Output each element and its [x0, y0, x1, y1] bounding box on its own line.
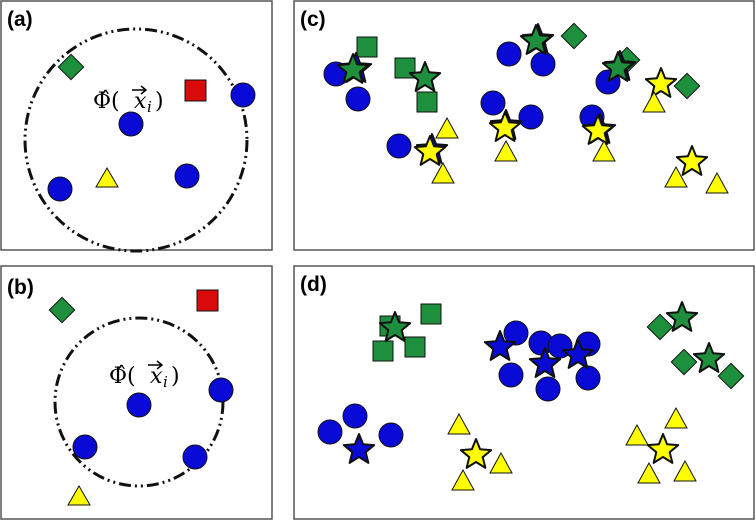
triangle-icon [451, 468, 475, 491]
star-icon [692, 342, 726, 373]
triangle-icon [67, 485, 91, 506]
circle-icon [480, 90, 506, 116]
circle-icon [182, 444, 208, 470]
star-icon [483, 330, 517, 361]
phi-operator-b: Φ̂( [109, 364, 136, 389]
circle-icon [126, 392, 152, 418]
panel-d-label: (d) [300, 273, 327, 296]
circle-icon [230, 82, 256, 108]
star-icon [601, 51, 635, 82]
star-icon [644, 67, 678, 98]
phi-vector-a: x [134, 89, 147, 114]
star-icon [488, 111, 522, 142]
star-icon [378, 311, 412, 342]
triangle-icon [435, 116, 459, 139]
vector-arrow-icon [148, 360, 164, 370]
shapes-c [323, 22, 729, 194]
triangle-icon [489, 451, 513, 474]
triangle-icon [494, 139, 518, 162]
circle-icon [535, 376, 561, 402]
panel-c: (c) [293, 0, 755, 251]
neighborhood-circle-a [23, 27, 249, 253]
circle-icon [518, 104, 544, 130]
circle-icon [345, 86, 371, 112]
triangle-icon [625, 423, 649, 446]
phi-label-b: Φ̂( x i ) [109, 360, 180, 391]
star-icon [408, 61, 442, 92]
panel-a: (a) Φ̂( x i ) [0, 0, 273, 253]
star-icon [528, 347, 562, 378]
circle-icon [498, 362, 524, 388]
circle-icon [118, 111, 144, 137]
diamond-icon [670, 348, 698, 376]
phi-subscript-a: i [147, 98, 152, 116]
circle-icon [575, 365, 601, 391]
circle-icon [496, 41, 522, 67]
square-icon [356, 36, 378, 58]
diamond-icon [717, 362, 745, 390]
square-icon [416, 91, 438, 113]
square-icon [404, 336, 426, 358]
diamond-icon [646, 313, 674, 341]
diamond-icon [673, 72, 701, 100]
circle-icon [47, 176, 73, 202]
vector-arrow-icon [132, 85, 148, 95]
star-icon [342, 433, 376, 464]
phi-subscript-b: i [163, 373, 168, 391]
triangle-icon [95, 167, 119, 188]
circle-icon [386, 133, 412, 159]
triangle-icon [664, 406, 688, 429]
star-icon [665, 301, 699, 332]
circle-icon [208, 377, 234, 403]
phi-label-a: Φ̂( x i ) [93, 85, 164, 116]
phi-vector-b: x [150, 364, 163, 389]
star-icon [413, 135, 447, 166]
circle-icon [342, 403, 368, 429]
star-icon [646, 433, 680, 464]
triangle-icon [431, 161, 455, 184]
panel-a-label: (a) [7, 8, 33, 31]
triangle-icon [673, 459, 697, 482]
shapes-d [317, 301, 745, 491]
triangle-icon [637, 461, 661, 484]
square-icon [420, 303, 442, 325]
triangle-icon [664, 165, 688, 188]
triangle-icon [705, 171, 729, 194]
star-icon [459, 438, 493, 469]
star-icon [675, 145, 709, 176]
star-icon [519, 24, 553, 55]
diamond-icon [48, 296, 76, 324]
panel-b: (b) Φ̂( x i ) [0, 265, 273, 520]
circle-icon [503, 320, 529, 346]
panel-c-label: (c) [300, 8, 326, 31]
square-icon [184, 79, 207, 102]
star-icon [336, 53, 370, 84]
square-icon [372, 340, 394, 362]
phi-close-paren-b: ) [171, 364, 180, 389]
panel-b-label: (b) [7, 276, 34, 299]
circle-icon [530, 51, 556, 77]
diamond-icon [560, 22, 588, 50]
phi-operator-a: Φ̂( [93, 89, 120, 114]
circle-icon [174, 163, 200, 189]
circle-icon [72, 434, 98, 460]
triangle-icon [642, 90, 666, 113]
phi-close-paren-a: ) [155, 89, 164, 114]
triangle-icon [447, 412, 471, 435]
triangle-icon [592, 139, 616, 162]
panel-d: (d) [293, 265, 755, 520]
square-icon [196, 289, 219, 312]
star-icon [561, 338, 595, 369]
diamond-icon [57, 53, 85, 81]
star-icon [581, 114, 615, 145]
circle-icon [378, 422, 404, 448]
circle-icon [317, 419, 343, 445]
